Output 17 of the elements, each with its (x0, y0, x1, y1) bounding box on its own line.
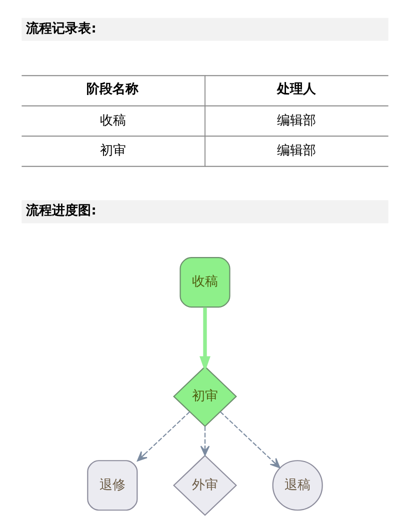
arrow (219, 410, 280, 468)
arrow (200, 426, 210, 456)
label: 收稿 (100, 112, 126, 128)
node-diamond: 外审 (172, 454, 236, 516)
label: 初审 (100, 143, 126, 158)
node-diamond: 初审 (172, 365, 236, 427)
arrow (199, 306, 210, 372)
node-circle: 退稿 (272, 460, 322, 510)
label: 流程进度图: (26, 203, 96, 218)
label: 流程记录表: (26, 20, 96, 36)
label: 阶段名称 (86, 82, 138, 97)
label: 处理人 (276, 82, 316, 97)
label: 编辑部 (276, 112, 316, 128)
label: 编辑部 (276, 143, 316, 158)
node-box: 收稿 (179, 256, 230, 308)
node-box: 退修 (86, 460, 138, 510)
arrow (136, 410, 190, 461)
